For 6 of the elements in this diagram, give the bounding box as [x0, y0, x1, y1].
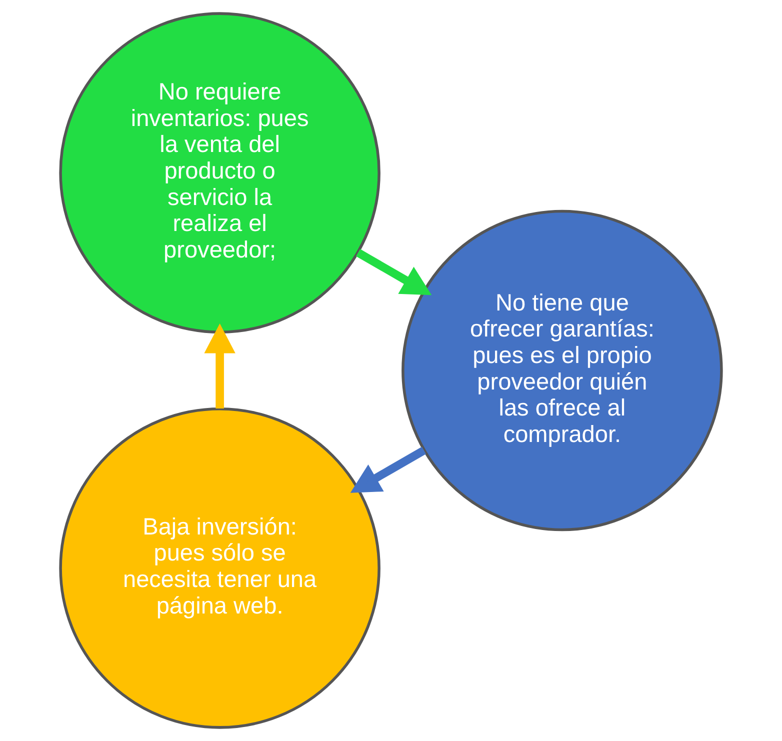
arrow	[350, 446, 426, 493]
node-circle: No requiere inventarios: pues la venta del producto o servicio la realiza el proveedor;	[59, 12, 380, 334]
node-circle: Baja inversión: pues sólo se necesita tener una página web.	[59, 408, 380, 729]
node-circle: No tiene que ofrecer garantías: pues es el propio proveedor quién las ofrece al comprador.	[402, 210, 723, 532]
arrow	[356, 249, 432, 296]
arrow	[204, 324, 236, 409]
